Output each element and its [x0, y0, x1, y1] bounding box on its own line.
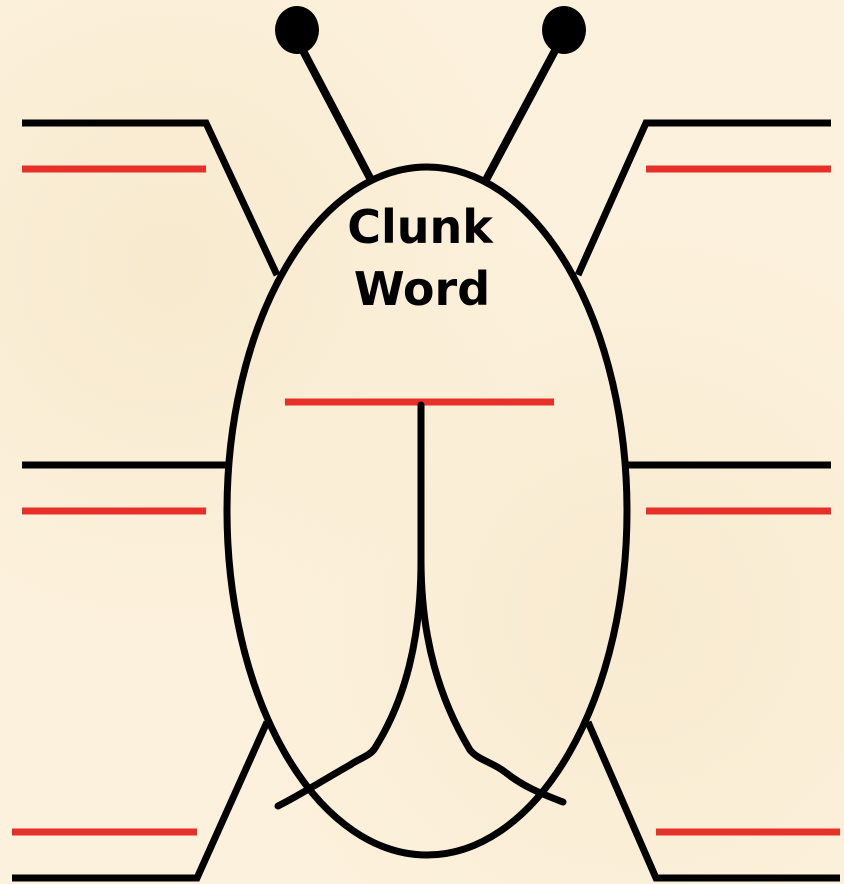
title-line-1: Clunk: [347, 200, 494, 254]
left-top-leg: [22, 123, 277, 275]
right-legs: [578, 123, 840, 878]
left-legs: [12, 123, 277, 878]
left-wing-edge: [278, 405, 421, 806]
right-antenna-knob: [542, 6, 586, 54]
right-bottom-leg: [588, 722, 840, 878]
left-antenna-stalk: [300, 45, 370, 178]
antennae: [275, 6, 586, 178]
right-top-leg: [578, 123, 831, 275]
title-line-2: Word: [354, 262, 490, 316]
left-bottom-leg: [12, 722, 267, 878]
left-antenna-knob: [275, 6, 319, 54]
right-wing-edge: [421, 560, 563, 802]
right-antenna-stalk: [487, 45, 558, 178]
wings: [278, 405, 563, 806]
